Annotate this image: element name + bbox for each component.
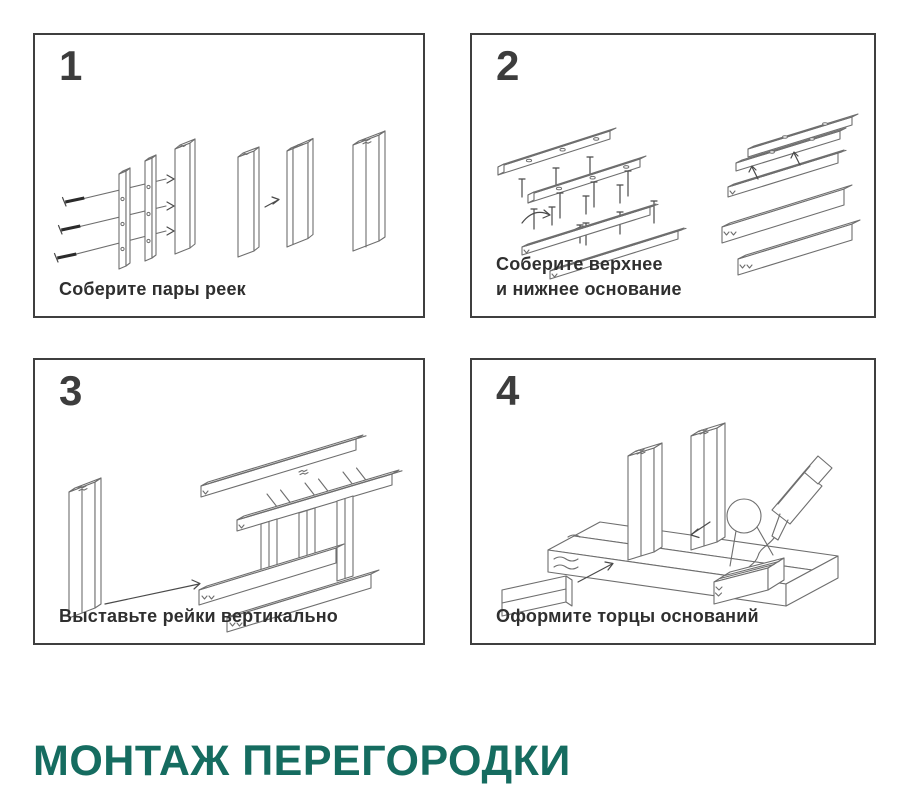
step-panel-3: 3 (33, 358, 425, 645)
beam-drawing (737, 219, 861, 276)
step2-assemble-bases-drawing (497, 113, 861, 280)
slat-pair-drawing (627, 442, 663, 561)
step1-assemble-slat-pairs-drawing (53, 130, 386, 270)
callout-circle (726, 498, 774, 567)
thin-slat-drawing (118, 167, 131, 270)
glue-bottle-icon (747, 455, 833, 569)
beam-drawing (226, 569, 380, 633)
slat-pair-drawing (690, 422, 726, 551)
step-caption: Соберите пары реек (59, 278, 246, 299)
step-caption: Соберите верхнее и нижнее основание (496, 254, 682, 299)
arrow-icon (690, 521, 711, 539)
finished-pair-drawing (352, 130, 386, 252)
rotation-arrow-icon (521, 208, 551, 230)
slat-pair-drawing (286, 137, 314, 248)
step-number: 3 (59, 367, 83, 414)
rail-drawing (527, 155, 647, 204)
vertical-slat-drawing (260, 495, 354, 582)
page-title: МОНТАЖ ПЕРЕГОРОДКИ (33, 737, 571, 785)
grooved-rail-drawing (549, 227, 687, 280)
beam-drawing (721, 184, 853, 244)
assembled-bases-drawing (721, 113, 861, 276)
end-cap-drawing (713, 557, 785, 605)
end-plate-drawing (501, 575, 573, 617)
arrow-icon (577, 561, 614, 583)
arrow-icon (104, 579, 201, 605)
step-panel-2: 2 (470, 33, 876, 318)
step-caption: Выставьте рейки вертикально (59, 605, 338, 626)
rail-drawing (497, 127, 617, 176)
thin-slat-drawing (144, 154, 157, 262)
grooved-rail-drawing (200, 434, 367, 498)
step-caption: Оформите торцы оснований (496, 605, 759, 626)
step-number: 2 (496, 42, 520, 89)
step-number: 1 (59, 42, 83, 89)
screw-icon (518, 156, 594, 198)
slat-pair-drawing (68, 477, 102, 619)
step-panel-4: 4 (470, 358, 876, 645)
rail-drawing (735, 127, 847, 172)
grooved-rail-drawing (727, 149, 847, 198)
grooved-rail-drawing (236, 469, 403, 532)
step4-finish-base-ends-drawing (501, 422, 839, 617)
screw-icon (548, 184, 624, 226)
arrow-icon (748, 151, 801, 180)
thick-slat-drawing (237, 146, 260, 258)
rail-drawing (747, 113, 859, 158)
arrow-icon (264, 196, 280, 208)
thick-slat-drawing (166, 138, 196, 255)
grooved-rail-drawing (521, 203, 659, 256)
step-number: 4 (496, 367, 520, 414)
beam-drawing (198, 543, 345, 606)
step3-set-slats-vertically-drawing (68, 434, 403, 633)
step-panel-1: 1 (33, 33, 425, 318)
